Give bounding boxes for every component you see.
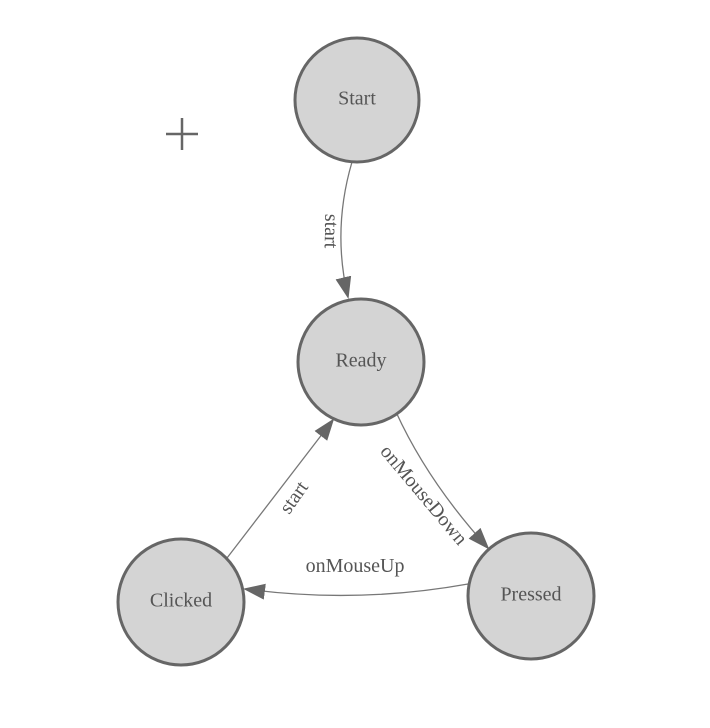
edge-start-to-ready: start bbox=[320, 161, 353, 299]
node-start[interactable]: Start bbox=[293, 36, 421, 164]
edge-ready-to-pressed-label: onMouseDown bbox=[376, 441, 472, 550]
edge-ready-to-pressed: onMouseDown bbox=[376, 411, 490, 550]
node-ready-label: Ready bbox=[335, 350, 386, 372]
edge-start-to-ready-label: start bbox=[320, 214, 343, 249]
node-clicked-circle[interactable] bbox=[116, 537, 246, 667]
edge-pressed-to-clicked-line bbox=[243, 583, 469, 600]
node-start-label: Start bbox=[338, 88, 376, 110]
node-start-circle[interactable] bbox=[293, 36, 421, 164]
edge-ready-to-pressed-line bbox=[395, 411, 490, 550]
edge-pressed-to-clicked: onMouseUp bbox=[243, 555, 469, 600]
edge-start-to-ready-line bbox=[335, 161, 353, 299]
edge-clicked-to-ready-label: start bbox=[275, 477, 313, 518]
node-clicked[interactable]: Clicked bbox=[116, 537, 246, 667]
node-pressed[interactable]: Pressed bbox=[466, 531, 596, 661]
crosshair-icon bbox=[166, 118, 198, 150]
node-ready[interactable]: Ready bbox=[296, 297, 426, 427]
node-pressed-circle[interactable] bbox=[466, 531, 596, 661]
edge-clicked-to-ready-line bbox=[226, 418, 335, 559]
node-clicked-label: Clicked bbox=[150, 590, 212, 612]
node-ready-circle[interactable] bbox=[296, 297, 426, 427]
edge-clicked-to-ready: start bbox=[226, 418, 335, 559]
node-pressed-label: Pressed bbox=[500, 584, 561, 606]
edge-pressed-to-clicked-label: onMouseUp bbox=[306, 555, 405, 577]
